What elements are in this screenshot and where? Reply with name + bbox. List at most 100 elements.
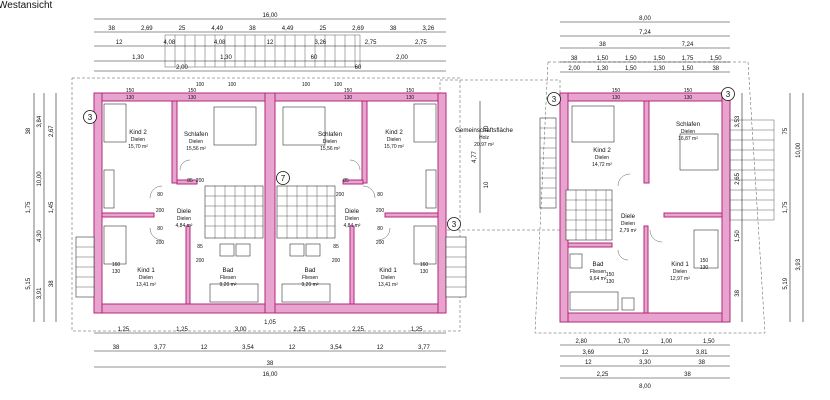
room-name: Kind 1 xyxy=(379,267,397,274)
dimension-label: 25 xyxy=(319,26,326,32)
room-name: Bad xyxy=(222,267,234,274)
door-label: 200 xyxy=(196,178,205,184)
dimension-label: 38 xyxy=(712,66,719,72)
dimension-label: 1,50 xyxy=(703,339,715,345)
section-marker-number: 3 xyxy=(726,90,731,99)
door-label: 80 xyxy=(377,226,383,232)
window-label: 150 xyxy=(612,88,621,94)
room-floor: Holz xyxy=(479,135,490,141)
dimension-label: 2,00 xyxy=(396,55,408,61)
room-area: 14,72 m² xyxy=(592,162,612,168)
dimension-label: 25 xyxy=(179,26,186,32)
dimension-label: 3,84 xyxy=(37,115,43,127)
room-floor: Fliesen xyxy=(590,269,606,275)
window-label: 130 xyxy=(188,95,197,101)
room-floor: Fliesen xyxy=(302,275,318,281)
dimension-label: 2,00 xyxy=(568,66,580,72)
room-floor: Dielen xyxy=(381,275,395,281)
room-name: Kind 1 xyxy=(671,261,689,268)
dimension-label: 4,49 xyxy=(282,26,294,32)
room-area: 9,64 m² xyxy=(590,276,607,282)
door-label: 80 xyxy=(157,226,163,232)
dimension-label: 3,54 xyxy=(242,345,254,351)
dimension-label: 8,00 xyxy=(639,384,651,390)
room-area: 15,70 m² xyxy=(128,144,148,150)
door-label: 85 xyxy=(343,178,349,184)
dimension-label: 1,50 xyxy=(597,56,609,62)
room-name: Bad xyxy=(304,267,316,274)
door-label: 200 xyxy=(376,240,385,246)
dimension-label: 10 xyxy=(484,125,490,132)
room-area: 12,97 m² xyxy=(670,276,690,282)
room-area: 9,20 m² xyxy=(302,282,319,288)
room-floor: Dielen xyxy=(595,155,609,161)
room-area: 4,84 m² xyxy=(176,223,193,229)
room-floor: Fliesen xyxy=(220,275,236,281)
roof-outline-left xyxy=(71,77,461,332)
dimension-label: 1,45 xyxy=(49,201,55,213)
window-label: 130 xyxy=(420,269,429,275)
door-label: 200 xyxy=(156,240,165,246)
room-name: Bad xyxy=(592,261,604,268)
dimension-label: 2,25 xyxy=(597,372,609,378)
balcony-grille-right xyxy=(729,119,775,221)
room-floor: Dielen xyxy=(189,139,203,145)
window-label: 150 xyxy=(700,258,709,264)
room-name: Schlafen xyxy=(318,131,343,138)
dimension-label: 7,24 xyxy=(682,42,694,48)
room-name: Diele xyxy=(621,213,636,220)
room-name: Diele xyxy=(345,208,360,215)
dimension-label: 8,00 xyxy=(639,16,651,22)
door-label: 85 xyxy=(333,244,339,250)
dimension-label: 38 xyxy=(113,345,120,351)
door-label: 80 xyxy=(157,192,163,198)
section-marker-circle xyxy=(721,87,735,101)
window-label: 100 xyxy=(228,82,237,88)
dimension-label: 2,69 xyxy=(352,26,364,32)
staircase-left xyxy=(204,185,336,239)
room-name: Gemeinschaftsfläche xyxy=(455,127,513,134)
dimension-label: 38 xyxy=(599,42,606,48)
window-label: 150 xyxy=(606,272,615,278)
room-area: 15,56 m² xyxy=(186,146,206,152)
dimension-label: 3,81 xyxy=(696,350,708,356)
dimension-label: 4,08 xyxy=(164,40,176,46)
room-floor: Dielen xyxy=(681,129,695,135)
dimension-label: 1,75 xyxy=(682,56,694,62)
dimension-label: 12 xyxy=(585,360,592,366)
dimension-label: 1,50 xyxy=(625,66,637,72)
dimension-label: 12 xyxy=(267,40,274,46)
dimension-label: 2,25 xyxy=(293,327,305,333)
room-floor: Dielen xyxy=(387,137,401,143)
door-label: 200 xyxy=(376,208,385,214)
room-area: 20,97 m² xyxy=(474,142,494,148)
dimension-label: 4,49 xyxy=(211,26,223,32)
room-area: 4,84 m² xyxy=(344,223,361,229)
dimension-label: 12 xyxy=(377,345,384,351)
room-area: 15,56 m² xyxy=(320,146,340,152)
room-area: 15,70 m² xyxy=(384,144,404,150)
dimension-label: 3,00 xyxy=(235,327,247,333)
room-name: Kind 2 xyxy=(385,129,403,136)
window-label: 130 xyxy=(126,95,135,101)
section-marker-circle xyxy=(447,217,461,231)
window-label: 150 xyxy=(684,88,693,94)
door-label: 85 xyxy=(187,178,193,184)
dimension-label: 1,25 xyxy=(176,327,188,333)
window-label: 150 xyxy=(406,88,415,94)
furniture-left xyxy=(103,103,437,303)
room-area: 2,79 m² xyxy=(620,228,637,234)
dimension-label: 5,19 xyxy=(783,277,789,289)
dimension-label: 7,24 xyxy=(639,30,651,36)
dimension-label: 10,00 xyxy=(796,142,802,158)
roof-outline-right xyxy=(534,61,766,334)
dimension-label: 38 xyxy=(698,360,705,366)
right-building-walls xyxy=(559,92,731,323)
window-label: 160 xyxy=(420,262,429,268)
dimension-label: 12 xyxy=(642,350,649,356)
dimension-label: 12 xyxy=(201,345,208,351)
dimension-label: 4,08 xyxy=(214,40,226,46)
